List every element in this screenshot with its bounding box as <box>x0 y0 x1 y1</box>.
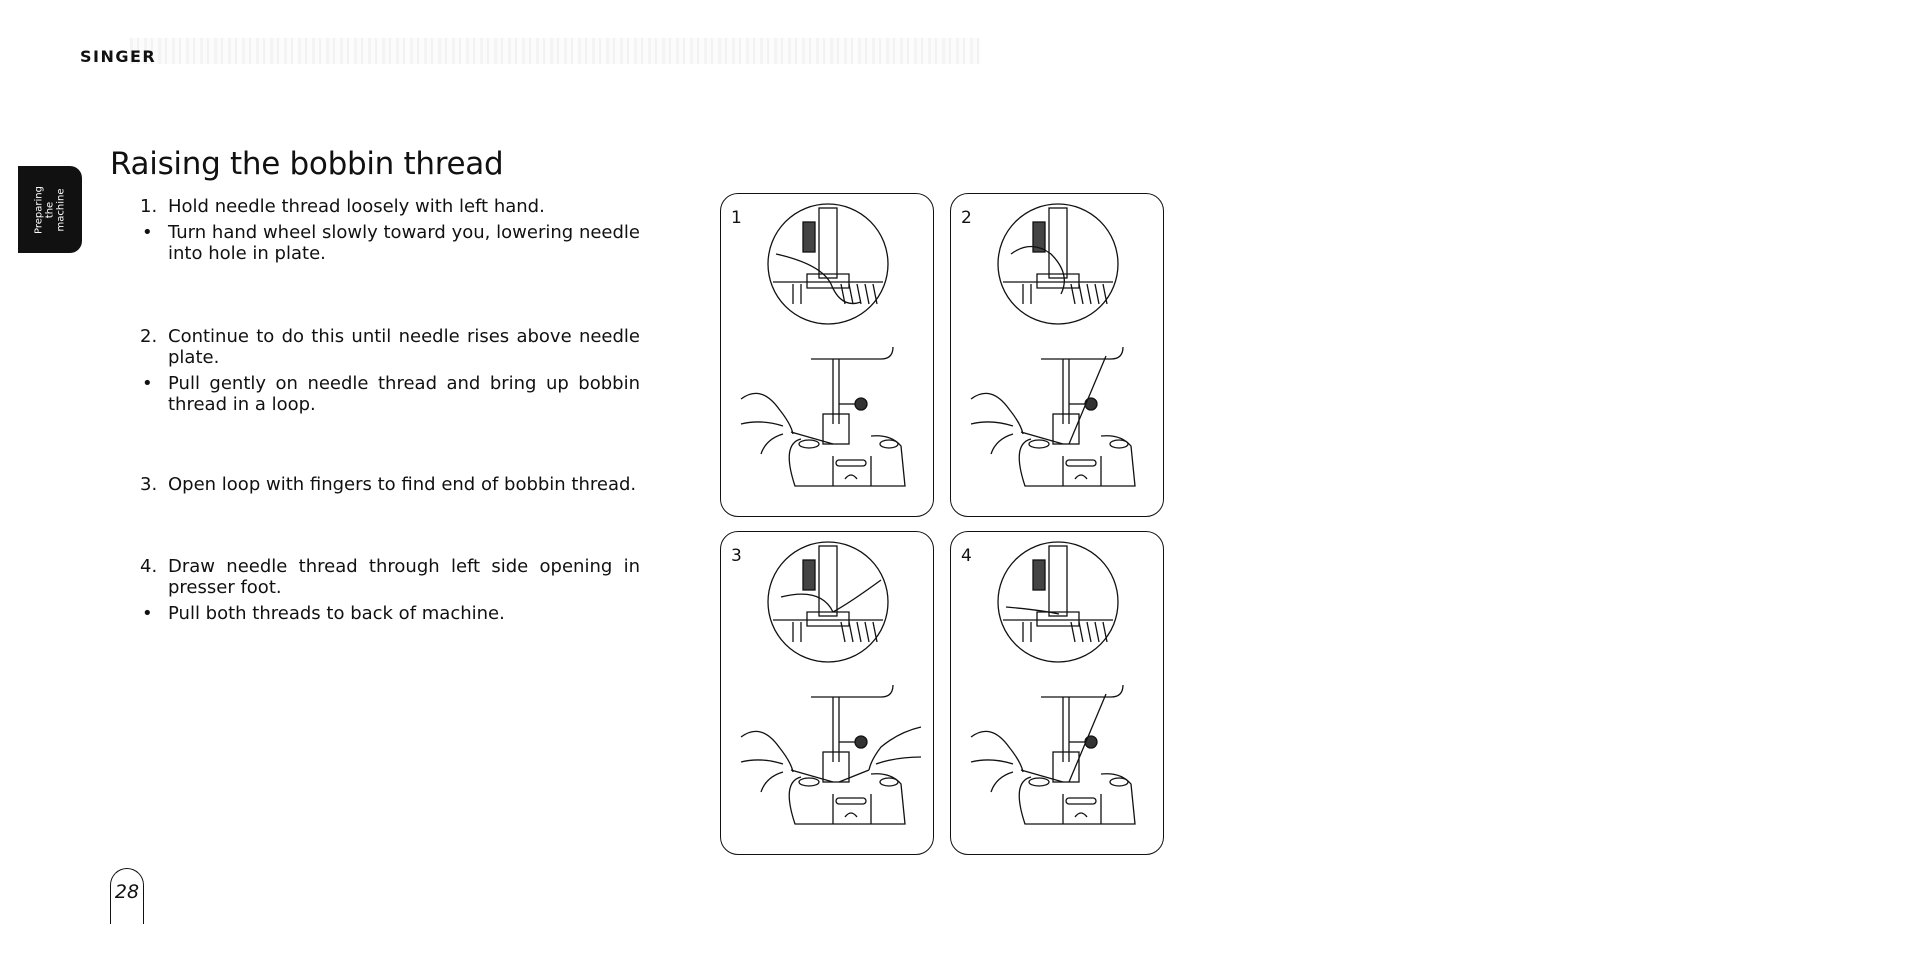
figure-number: 4 <box>961 546 972 566</box>
section-tab: Preparing the machine <box>18 166 82 253</box>
scan-artifact-band <box>130 38 980 64</box>
step-number: 1. <box>140 196 158 217</box>
step-3: 3. Open loop with fingers to find end of… <box>140 474 640 495</box>
figure-panel-4: 4 <box>950 531 1164 855</box>
illustration-grid: 1 2 3 4 <box>720 193 1170 857</box>
figure-panel-3: 3 <box>720 531 934 855</box>
figure-panel-2: 2 <box>950 193 1164 517</box>
section-tab-line: Preparing <box>33 185 45 234</box>
figure-panel-1: 1 <box>720 193 934 517</box>
step-number: 4. <box>140 556 158 577</box>
bullet-icon: • <box>142 603 153 624</box>
step-text: Draw needle thread through left side ope… <box>168 556 640 598</box>
page-number: 28 <box>114 881 140 903</box>
step-4: 4. Draw needle thread through left side … <box>140 556 640 624</box>
sewing-machine-illustration <box>970 203 1136 487</box>
step-bullet-text: Turn hand wheel slowly toward you, lower… <box>168 222 640 264</box>
sewing-machine-illustration <box>740 541 922 825</box>
bullet-icon: • <box>142 222 153 243</box>
page-title: Raising the bobbin thread <box>110 146 504 182</box>
section-tab-line: machine <box>55 188 67 231</box>
step-text: Continue to do this until needle rises a… <box>168 326 640 368</box>
step-2: 2. Continue to do this until needle rise… <box>140 326 640 415</box>
sewing-machine-illustration <box>740 203 906 487</box>
step-number: 3. <box>140 474 158 495</box>
figure-number: 2 <box>961 208 972 228</box>
step-bullet-text: Pull both threads to back of machine. <box>168 603 505 624</box>
step-number: 2. <box>140 326 158 347</box>
step-text: Hold needle thread loosely with left han… <box>168 196 545 217</box>
bullet-icon: • <box>142 373 153 394</box>
figure-number: 1 <box>731 208 742 228</box>
page-number-tab: 28 <box>110 868 144 924</box>
sewing-machine-illustration <box>970 541 1136 825</box>
step-bullet-text: Pull gently on needle thread and bring u… <box>168 373 640 415</box>
figure-number: 3 <box>731 546 742 566</box>
section-tab-line: the <box>44 201 56 218</box>
step-text: Open loop with fingers to find end of bo… <box>168 474 637 495</box>
step-1: 1. Hold needle thread loosely with left … <box>140 196 640 264</box>
brand-logo: SINGER <box>80 47 157 66</box>
